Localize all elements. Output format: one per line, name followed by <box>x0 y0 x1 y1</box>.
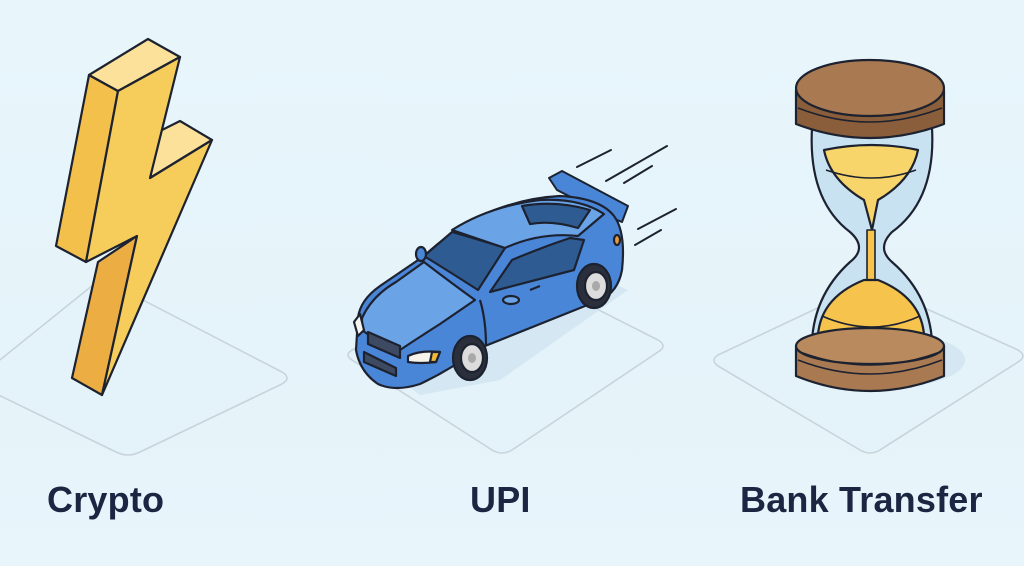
label-upi: UPI <box>470 479 531 520</box>
hourglass-icon <box>794 58 965 393</box>
lightning-bolt-icon <box>54 37 214 397</box>
label-crypto: Crypto <box>47 479 165 520</box>
platform-tile-crypto <box>0 281 288 456</box>
label-bank-transfer: Bank Transfer <box>740 479 983 520</box>
race-car-icon <box>352 145 677 395</box>
speed-lines <box>576 145 677 246</box>
